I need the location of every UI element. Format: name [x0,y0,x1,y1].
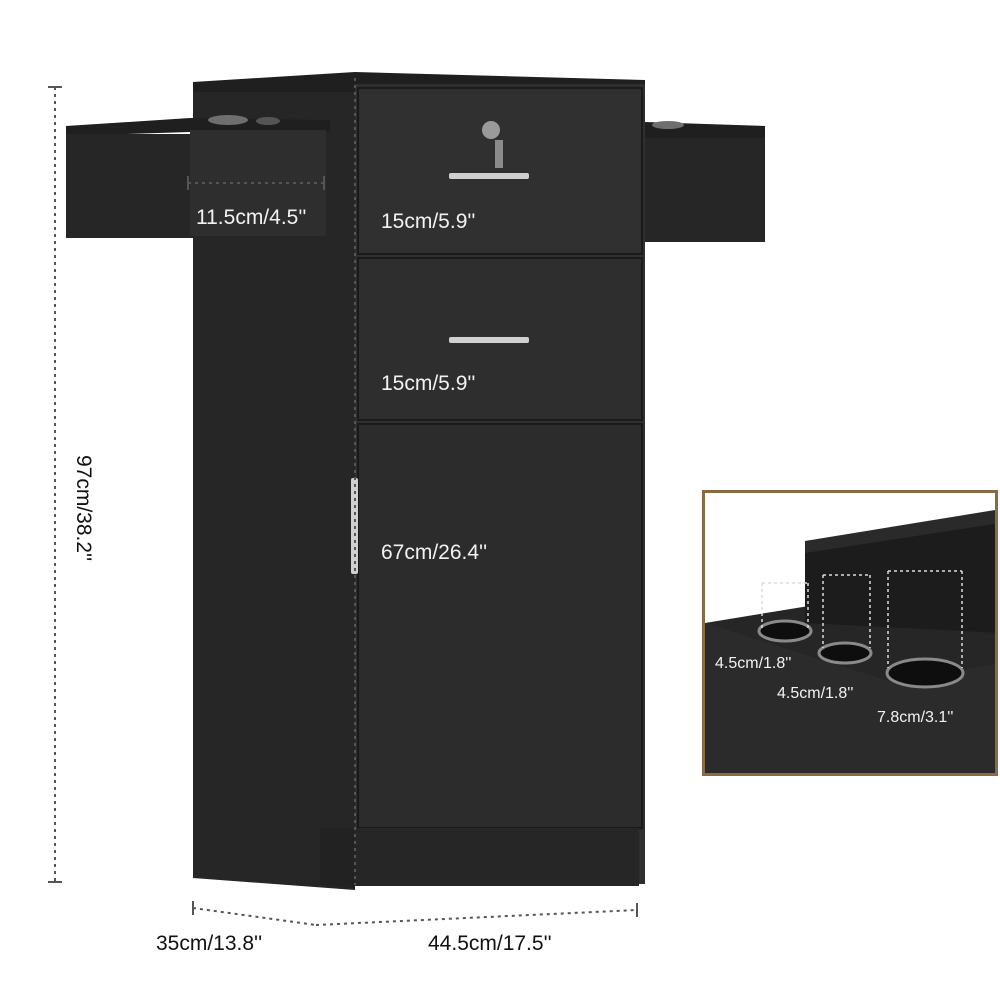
small-hole-1 [757,619,813,643]
lock-icon [482,121,500,139]
depth-label: 35cm/13.8'' [156,932,263,955]
holder-detail-inset: 4.5cm/1.8'' 4.5cm/1.8'' 7.8cm/3.1'' [702,490,998,776]
holder-detail-drawing [705,493,995,773]
door-height-label: 67cm/26.4'' [381,541,488,564]
small-hole-2-label: 4.5cm/1.8'' [777,685,854,702]
right-tray-holder-icon [652,121,684,129]
top-drawer-handle [449,173,529,179]
large-hole-label: 7.8cm/3.1'' [877,709,954,726]
top-drawer [357,87,643,255]
dimension-ticks [48,86,638,917]
top-drawer-height-label: 15cm/5.9'' [381,210,476,233]
depth-dimension-line [192,907,317,926]
middle-drawer-height-label: 15cm/5.9'' [381,372,476,395]
cabinet-door [357,423,643,829]
cabinet-plinth [355,828,639,886]
small-hole-2 [817,641,873,665]
dimension-lines [54,78,638,926]
left-tray-holder-icon [208,115,248,125]
tray-depth-label: 11.5cm/4.5'' [196,206,307,229]
large-hole [885,657,965,689]
cabinet-plinth-side [320,828,355,888]
middle-drawer-handle [449,337,529,343]
cabinet-side-panel [193,80,355,890]
width-label: 44.5cm/17.5'' [428,932,552,955]
height-label: 97cm/38.2'' [72,455,95,562]
width-dimension-line [315,909,638,926]
small-hole-1-label: 4.5cm/1.8'' [715,655,792,672]
right-side-tray-front [645,138,765,242]
left-side-tray-front [66,134,194,238]
